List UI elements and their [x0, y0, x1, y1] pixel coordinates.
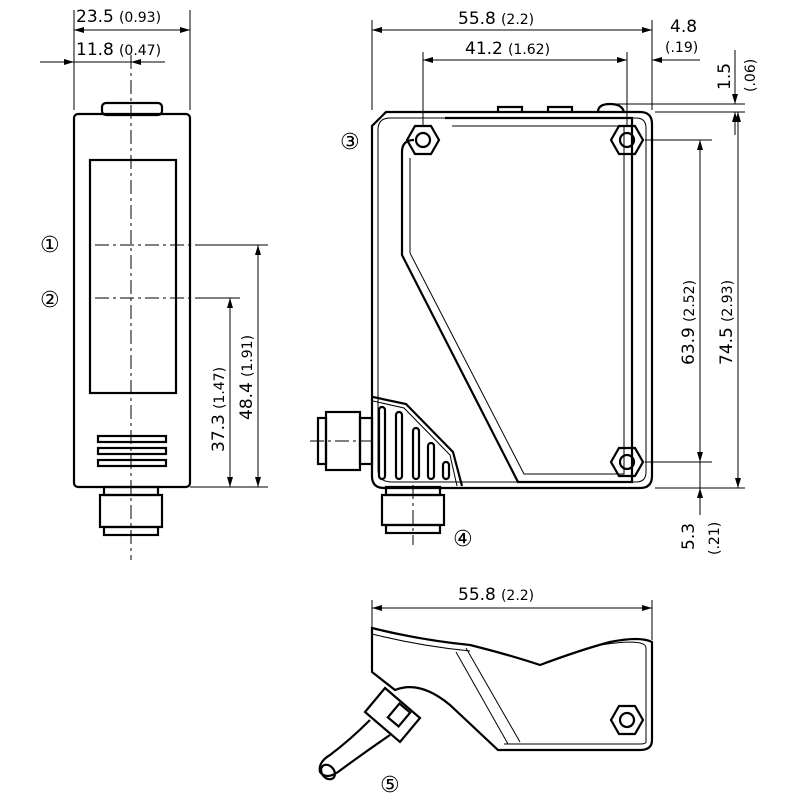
top-offset-dim-in: (.06): [743, 59, 759, 92]
top-features: [496, 102, 626, 113]
length-dim-label: 55.8 (2.2): [458, 9, 534, 29]
sensor-body-front: [72, 112, 192, 489]
callout-3: ③: [340, 130, 360, 155]
callout-5: ⑤: [380, 773, 400, 798]
vent-ribs: [372, 395, 464, 487]
side-view: 55.8 (2.2) 41.2 (1.62) 4.8 (.19) 1.5 (.0…: [310, 9, 759, 555]
edge-offset-dim-in: (.19): [665, 40, 698, 56]
mounting-holes: [405, 124, 645, 478]
connector-side: [310, 410, 446, 545]
cable-view: 55.8 (2.2) ⑤: [318, 585, 654, 798]
sensor-body-side: [370, 110, 654, 490]
callout-2: ②: [40, 288, 60, 313]
front-view: 23.5 (0.93) 11.8 (0.47) 48.4 (1.91) 37.3…: [40, 7, 268, 560]
edge-offset-dim-mm: 4.8: [670, 17, 697, 37]
callout-1: ①: [40, 233, 60, 258]
bottom-offset-dim-in: (.21): [707, 522, 723, 555]
height2-dim-label: 37.3 (1.47): [209, 367, 229, 452]
vent-slots: [96, 434, 168, 468]
top-offset-dim-mm: 1.5: [715, 63, 735, 90]
callout-4: ④: [453, 527, 473, 552]
width-dim-label: 23.5 (0.93): [76, 7, 161, 27]
hole-spacing-dim-label: 41.2 (1.62): [465, 39, 550, 59]
bottom-offset-dim-mm: 5.3: [679, 523, 699, 550]
center-dim-label: 11.8 (0.47): [76, 40, 161, 60]
height-dim-label: 74.5 (2.93): [717, 280, 737, 365]
cable-length-dim-label: 55.8 (2.2): [458, 585, 534, 605]
height1-dim-label: 48.4 (1.91): [237, 335, 257, 420]
hole-vertical-dim-label: 63.9 (2.52): [679, 280, 699, 365]
cable-gland: [318, 686, 422, 781]
optics-window: [88, 158, 178, 395]
cable-sensor-body: [370, 626, 654, 752]
